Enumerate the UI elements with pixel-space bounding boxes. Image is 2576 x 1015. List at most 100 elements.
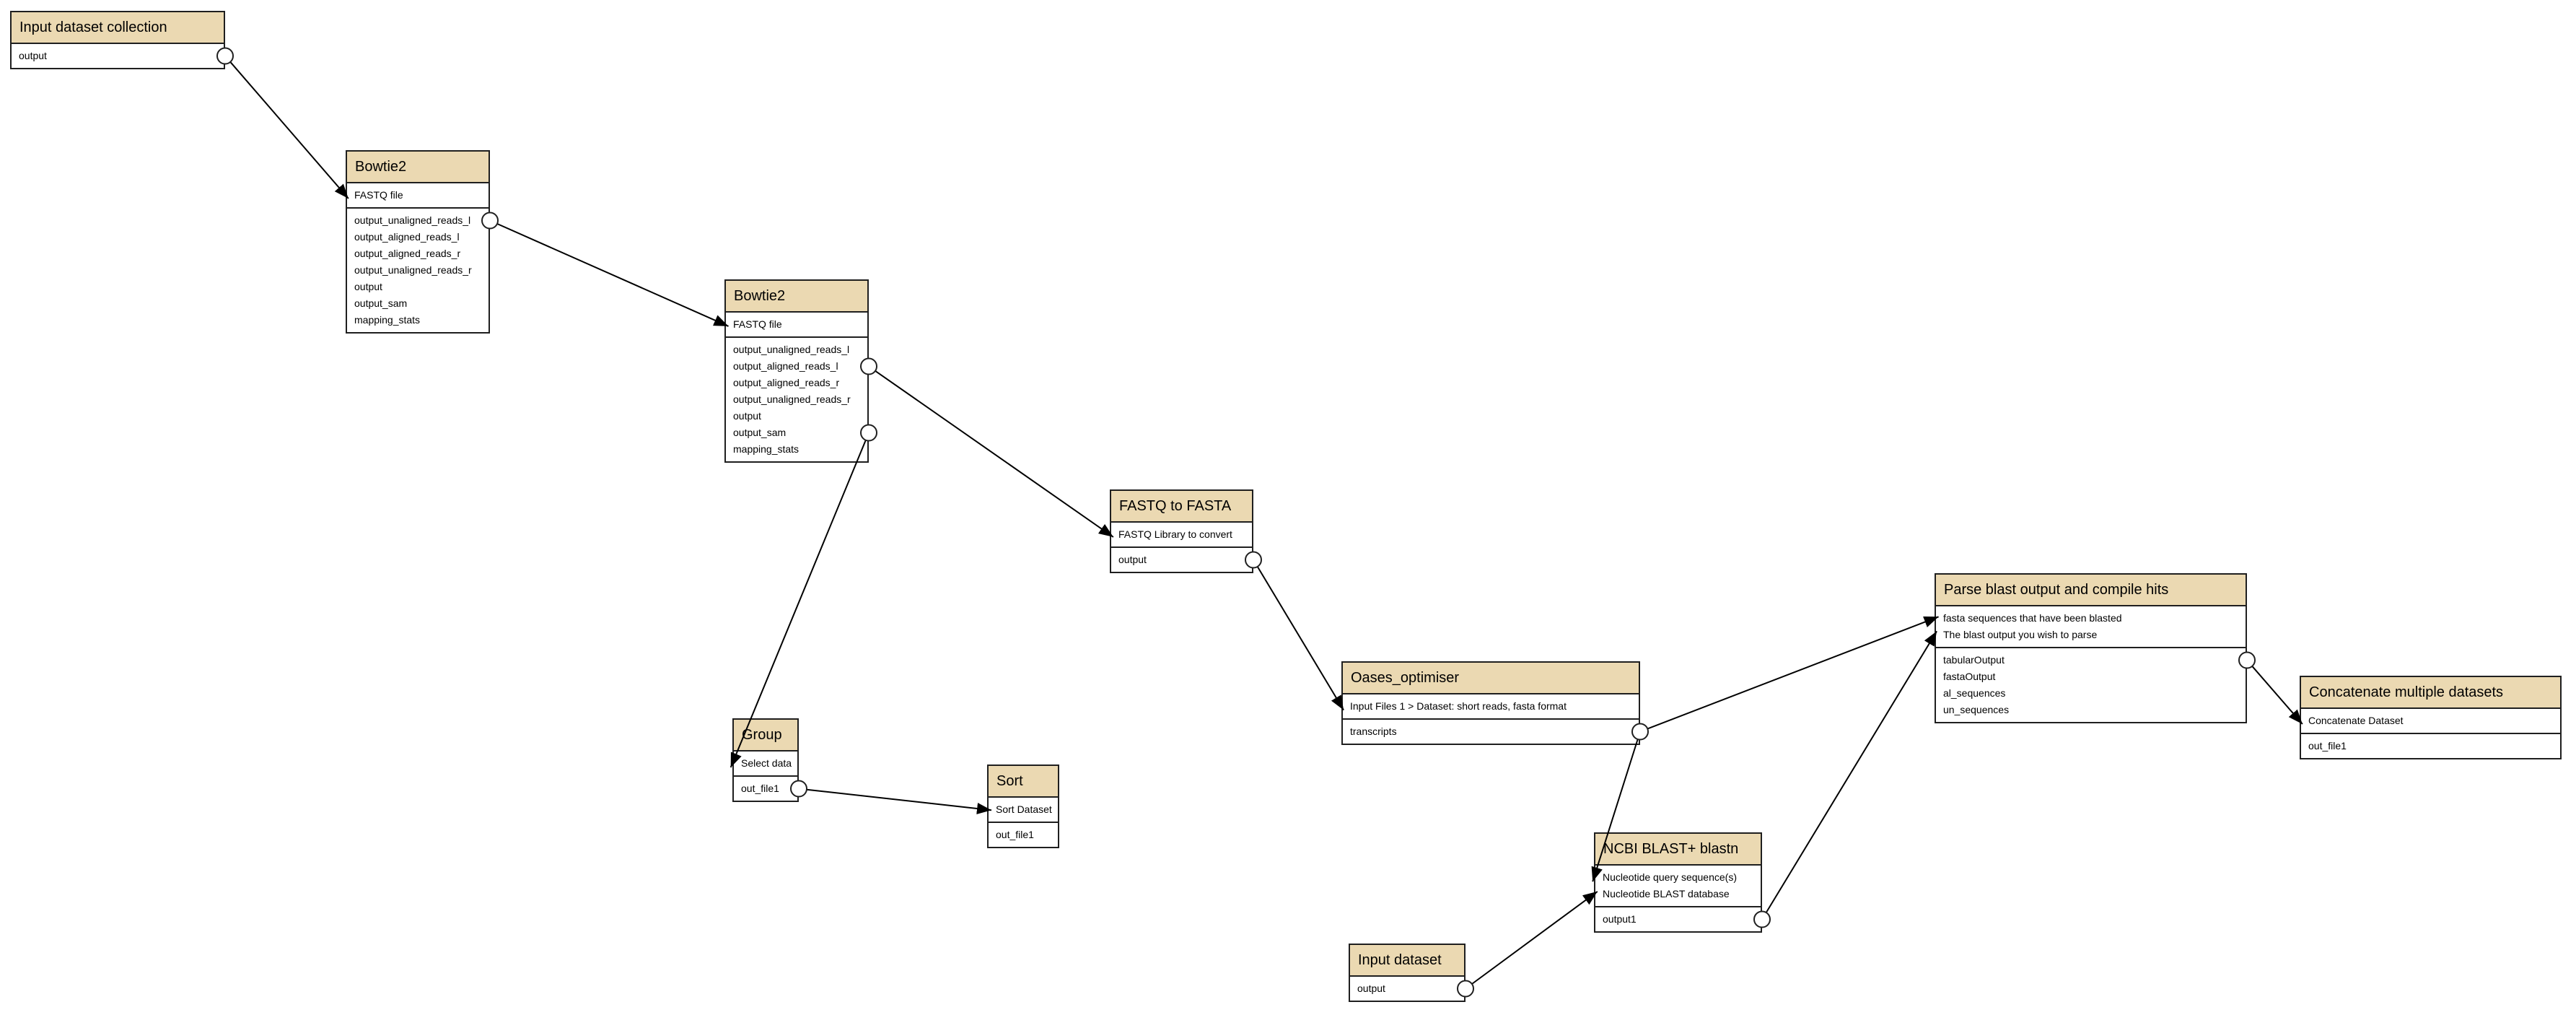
workflow-node-group[interactable]: Group Select data out_file1 xyxy=(732,718,799,802)
node-input-row[interactable]: FASTQ file xyxy=(733,318,782,330)
node-header[interactable]: Sort xyxy=(989,766,1058,798)
node-header[interactable]: NCBI BLAST+ blastn xyxy=(1595,834,1761,866)
node-outputs: output_unaligned_reads_l output_aligned_r… xyxy=(726,338,867,461)
workflow-node-ncbi-blastn[interactable]: NCBI BLAST+ blastn Nucleotide query sequ… xyxy=(1594,832,1762,933)
node-header[interactable]: Parse blast output and compile hits xyxy=(1936,575,2246,606)
node-title-text: Input dataset xyxy=(1358,952,1442,968)
node-header[interactable]: Concatenate multiple datasets xyxy=(2301,677,2560,709)
node-output-row[interactable]: output_unaligned_reads_r xyxy=(354,264,472,276)
workflow-edge-line xyxy=(1256,566,1344,711)
node-output-row[interactable]: out_file1 xyxy=(2308,740,2347,752)
node-inputs: FASTQ file xyxy=(347,183,489,209)
node-title-text: Bowtie2 xyxy=(355,159,407,175)
workflow-edge-line xyxy=(1471,891,1598,985)
node-output-row[interactable]: output_unaligned_reads_l xyxy=(733,344,850,355)
node-inputs: FASTQ Library to convert xyxy=(1111,523,1252,548)
workflow-edge-line xyxy=(496,223,729,327)
node-header[interactable]: Bowtie2 xyxy=(347,152,489,183)
workflow-node-sort[interactable]: Sort Sort Dataset out_file1 xyxy=(987,764,1059,848)
node-outputs: output1 xyxy=(1595,907,1761,931)
node-input-row[interactable]: Sort Dataset xyxy=(996,803,1052,815)
node-title-text: Input dataset collection xyxy=(19,19,167,35)
workflow-edge-line xyxy=(1647,616,1939,730)
node-title-text: Bowtie2 xyxy=(734,288,786,304)
node-outputs: transcripts xyxy=(1343,720,1639,744)
node-output-row[interactable]: un_sequences xyxy=(1943,704,2010,715)
node-outputs: output_unaligned_reads_l output_aligned_r… xyxy=(347,209,489,332)
workflow-edge-line xyxy=(2251,666,2303,725)
node-header[interactable]: Group xyxy=(734,720,797,752)
node-input-row[interactable]: Nucleotide query sequence(s) xyxy=(1603,871,1737,883)
node-header[interactable]: FASTQ to FASTA xyxy=(1111,491,1252,523)
node-header[interactable]: Bowtie2 xyxy=(726,281,867,313)
node-inputs: Nucleotide query sequence(s) Nucleotide B… xyxy=(1595,866,1761,907)
node-outputs: output xyxy=(12,44,224,68)
workflow-node-bowtie2-1[interactable]: Bowtie2 FASTQ file output_unaligned_read… xyxy=(346,150,490,334)
node-input-row[interactable]: The blast output you wish to parse xyxy=(1943,629,2098,640)
node-title-text: FASTQ to FASTA xyxy=(1119,498,1232,514)
node-inputs: FASTQ file xyxy=(726,313,867,338)
node-output-row[interactable]: output_aligned_reads_l xyxy=(354,231,460,243)
node-output-row[interactable]: output xyxy=(1357,983,1385,994)
node-input-row[interactable]: Select data xyxy=(741,757,792,769)
node-input-row[interactable]: fasta sequences that have been blasted xyxy=(1943,612,2122,624)
node-title-text: Concatenate multiple datasets xyxy=(2309,684,2504,700)
edges xyxy=(216,47,2303,998)
node-output-row[interactable]: output xyxy=(354,281,382,292)
workflow-edge-line xyxy=(229,61,349,199)
node-input-row[interactable]: FASTQ file xyxy=(354,189,403,201)
node-output-row[interactable]: output_unaligned_reads_l xyxy=(354,214,471,226)
workflow-node-input-dataset-collection[interactable]: Input dataset collection output xyxy=(10,11,225,69)
node-output-row[interactable]: transcripts xyxy=(1350,726,1397,737)
node-outputs: output xyxy=(1350,977,1464,1001)
node-output-row[interactable]: output xyxy=(1118,554,1147,565)
workflow-node-oases-optimiser[interactable]: Oases_optimiser Input Files 1 > Dataset:… xyxy=(1341,661,1640,745)
node-output-row[interactable]: output_unaligned_reads_r xyxy=(733,393,851,405)
node-outputs: out_file1 xyxy=(2301,734,2560,758)
node-output-row[interactable]: output_sam xyxy=(354,297,408,309)
node-outputs: out_file1 xyxy=(734,777,797,801)
node-title-text: Sort xyxy=(996,773,1023,789)
node-output-row[interactable]: fastaOutput xyxy=(1943,671,1996,682)
workflow-node-concatenate[interactable]: Concatenate multiple datasets Concatenat… xyxy=(2300,676,2562,759)
workflow-edge-line xyxy=(1765,630,1937,913)
node-inputs: Input Files 1 > Dataset: short reads, fa… xyxy=(1343,694,1639,720)
node-output-row[interactable]: al_sequences xyxy=(1943,687,2006,699)
node-output-row[interactable]: output_aligned_reads_l xyxy=(733,360,838,372)
node-output-row[interactable]: output xyxy=(19,50,47,61)
workflow-node-bowtie2-2[interactable]: Bowtie2 FASTQ file output_unaligned_read… xyxy=(724,279,869,463)
node-outputs: tabularOutput fastaOutput al_sequences un_s… xyxy=(1936,648,2246,722)
node-header[interactable]: Input dataset collection xyxy=(12,12,224,44)
node-input-row[interactable]: Nucleotide BLAST database xyxy=(1603,888,1730,899)
workflow-node-input-dataset[interactable]: Input dataset output xyxy=(1349,944,1466,1002)
node-title-text: NCBI BLAST+ blastn xyxy=(1603,841,1739,857)
node-output-row[interactable]: mapping_stats xyxy=(733,443,799,455)
node-outputs: output xyxy=(1111,548,1252,572)
node-output-row[interactable]: out_file1 xyxy=(996,829,1034,840)
node-header[interactable]: Oases_optimiser xyxy=(1343,663,1639,694)
workflow-edge-line xyxy=(806,788,992,814)
workflow-node-fastq-to-fasta[interactable]: FASTQ to FASTA FASTQ Library to convert … xyxy=(1110,489,1253,573)
node-input-row[interactable]: FASTQ Library to convert xyxy=(1118,528,1232,540)
node-outputs: out_file1 xyxy=(989,823,1058,847)
node-output-row[interactable]: out_file1 xyxy=(741,783,779,794)
node-output-row[interactable]: mapping_stats xyxy=(354,314,421,326)
workflow-edge-line xyxy=(875,370,1114,538)
node-inputs: Sort Dataset xyxy=(989,798,1058,823)
node-output-row[interactable]: output_sam xyxy=(733,427,787,438)
node-title-text: Oases_optimiser xyxy=(1351,670,1460,686)
node-output-row[interactable]: output1 xyxy=(1603,913,1637,925)
node-output-row[interactable]: output_aligned_reads_r xyxy=(354,248,461,259)
node-input-row[interactable]: Concatenate Dataset xyxy=(2308,715,2404,726)
node-title-text: Group xyxy=(742,727,782,743)
workflow-node-parse-blast[interactable]: Parse blast output and compile hits fast… xyxy=(1935,573,2247,723)
node-header[interactable]: Input dataset xyxy=(1350,945,1464,977)
node-output-row[interactable]: output xyxy=(733,410,761,422)
node-input-row[interactable]: Input Files 1 > Dataset: short reads, fa… xyxy=(1350,700,1567,712)
node-output-row[interactable]: tabularOutput xyxy=(1943,654,2005,666)
node-output-row[interactable]: output_aligned_reads_r xyxy=(733,377,840,388)
node-title-text: Parse blast output and compile hits xyxy=(1944,582,2169,598)
node-inputs: Select data xyxy=(734,752,797,777)
